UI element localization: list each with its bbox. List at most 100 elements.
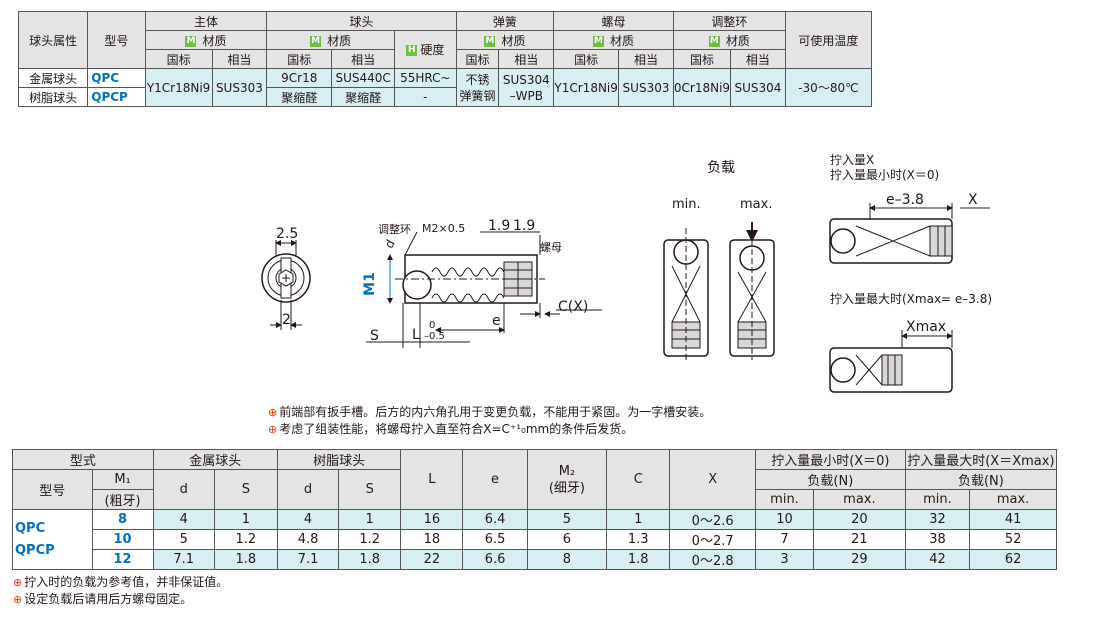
sub-equiv: 相当 bbox=[331, 49, 396, 69]
load-max-label: max. bbox=[740, 197, 773, 212]
l-value: 16 bbox=[400, 509, 464, 530]
model-code: QPC bbox=[15, 520, 46, 536]
resin-s: 1.2 bbox=[338, 529, 402, 550]
screw-in-max-drawing bbox=[829, 330, 953, 393]
note-icon: ⊕ bbox=[13, 593, 23, 606]
material-label: 材质 bbox=[202, 33, 227, 48]
screw-in-title: 拧入量X bbox=[830, 153, 875, 167]
header-resin-d: d bbox=[276, 469, 340, 510]
header-c: C bbox=[606, 449, 671, 510]
c-value: 1 bbox=[606, 509, 671, 530]
sub-gb: 国标 bbox=[144, 49, 213, 69]
header-body: 主体 bbox=[144, 11, 268, 31]
header-metal-d: d bbox=[152, 469, 215, 510]
material-badge-icon: M bbox=[185, 35, 197, 47]
dim-2-5-label: 2.5 bbox=[276, 226, 299, 242]
hardness-label: 硬度 bbox=[420, 43, 445, 57]
load-title: 负载 bbox=[707, 160, 735, 176]
spring-gb-line: 不锈 bbox=[465, 72, 490, 87]
note-icon: ⊕ bbox=[13, 576, 23, 589]
adjust-equiv: SUS304 bbox=[730, 68, 786, 107]
load-min-screw-max: 21 bbox=[813, 529, 906, 550]
load-max-screw-max: 41 bbox=[969, 509, 1057, 530]
ball-equiv: 聚缩醛 bbox=[331, 87, 396, 107]
sub-gb: 国标 bbox=[455, 49, 500, 69]
note-reference-load: ⊕拧入时的负载为参考值，并非保证值。 bbox=[13, 573, 228, 590]
header-x: X bbox=[669, 449, 756, 510]
m2-value: 5 bbox=[526, 509, 608, 530]
note-text: 前端部有扳手槽。后方的内六角孔用于变更负载，不能用于紧固。为一字槽安装。 bbox=[279, 405, 712, 419]
cx-label: C(X) bbox=[558, 299, 589, 315]
dim-1-9-label: 1.9 bbox=[513, 218, 536, 234]
l-label: L bbox=[412, 327, 420, 343]
metal-d: 7.1 bbox=[152, 549, 215, 570]
load-min-label: min. bbox=[672, 197, 701, 212]
dimensions-table: 型式 金属球头 树脂球头 L e M₂(细牙) C X 拧入量最小时(X＝0) … bbox=[12, 449, 1058, 570]
load-min-screw-min: 7 bbox=[754, 529, 815, 550]
header-load-min-screw: 负载(N) bbox=[754, 469, 906, 490]
metal-s: 1 bbox=[213, 509, 278, 530]
material-badge-icon: M bbox=[708, 35, 720, 47]
m1-label: M1 bbox=[361, 272, 378, 296]
material-badge-icon: M bbox=[484, 35, 496, 47]
spring-equiv-line: –WPB bbox=[509, 88, 543, 103]
e-value: 6.6 bbox=[462, 549, 528, 570]
spring-equiv: SUS304–WPB bbox=[498, 68, 555, 107]
load-min-screw-max: 20 bbox=[813, 509, 906, 530]
x-value: 0～2.7 bbox=[669, 529, 756, 550]
e-value: 6.5 bbox=[462, 529, 528, 550]
sub-equiv: 相当 bbox=[730, 49, 786, 69]
header-m1-sub: (粗牙) bbox=[91, 489, 154, 510]
header-metal-s: S bbox=[213, 469, 278, 510]
x-label: X bbox=[968, 192, 978, 208]
header-adjust-ring: 调整环 bbox=[672, 11, 786, 31]
m1-value: 8 bbox=[91, 509, 154, 530]
note-wrench-slot: ⊕前端部有扳手槽。后方的内六角孔用于变更负载，不能用于紧固。为一字槽安装。 bbox=[268, 403, 711, 420]
metal-s: 1.8 bbox=[213, 549, 278, 570]
header-body-material: M 材质 bbox=[144, 30, 268, 50]
ball-gb: 聚缩醛 bbox=[266, 87, 333, 107]
resin-s: 1 bbox=[338, 509, 402, 530]
resin-d: 4.8 bbox=[276, 529, 340, 550]
e-value: 6.4 bbox=[462, 509, 528, 530]
load-min-screw-min: 10 bbox=[754, 509, 815, 530]
row-attr: 金属球头 bbox=[17, 68, 89, 88]
load-max-screw-max: 52 bbox=[969, 529, 1057, 550]
load-max-screw-min: 32 bbox=[904, 509, 971, 530]
end-view-drawing bbox=[261, 240, 311, 330]
header-adjust-material: M 材质 bbox=[672, 30, 786, 50]
load-min-drawing bbox=[663, 228, 709, 360]
m2-value: 8 bbox=[526, 549, 608, 570]
header-min: min. bbox=[904, 489, 971, 510]
header-ball: 球头 bbox=[266, 11, 457, 31]
temperature-value: -30～80℃ bbox=[784, 68, 873, 107]
technical-drawing bbox=[261, 203, 990, 393]
sub-equiv: 相当 bbox=[618, 49, 674, 69]
e-label: e bbox=[492, 313, 501, 329]
header-e: e bbox=[462, 449, 528, 510]
header-model: 型号 bbox=[87, 11, 146, 69]
note-icon: ⊕ bbox=[268, 406, 278, 419]
spring-gb: 不锈弹簧钢 bbox=[455, 68, 500, 107]
model-codes: QPC QPCP bbox=[12, 509, 93, 570]
adjust-ring-label: 调整环 bbox=[378, 223, 411, 236]
nut-equiv: SUS303 bbox=[618, 68, 674, 107]
header-l: L bbox=[400, 449, 464, 510]
tolerance-upper: 0 bbox=[429, 320, 436, 331]
tolerance-lower: –0.5 bbox=[424, 331, 445, 342]
sub-equiv: 相当 bbox=[211, 49, 268, 69]
dim-1-9-label: 1.9 bbox=[488, 218, 511, 234]
header-max-screw-in: 拧入量最大时(X＝Xmax) bbox=[904, 449, 1058, 470]
header-form: 型式 bbox=[12, 449, 154, 470]
header-ball-attr: 球头属性 bbox=[17, 11, 89, 69]
header-max: max. bbox=[813, 489, 906, 510]
ball-gb: 9Cr18 bbox=[266, 68, 333, 88]
header-m2: M₂(细牙) bbox=[526, 449, 608, 510]
note-text: 考虑了组装性能，将螺母拧入直至符合X=C⁺¹₀mm的条件后发货。 bbox=[279, 422, 634, 436]
model-code: QPCP bbox=[15, 542, 55, 558]
dim-2-label: 2 bbox=[282, 312, 291, 328]
header-model: 型号 bbox=[12, 469, 93, 510]
material-label: 材质 bbox=[725, 33, 750, 48]
